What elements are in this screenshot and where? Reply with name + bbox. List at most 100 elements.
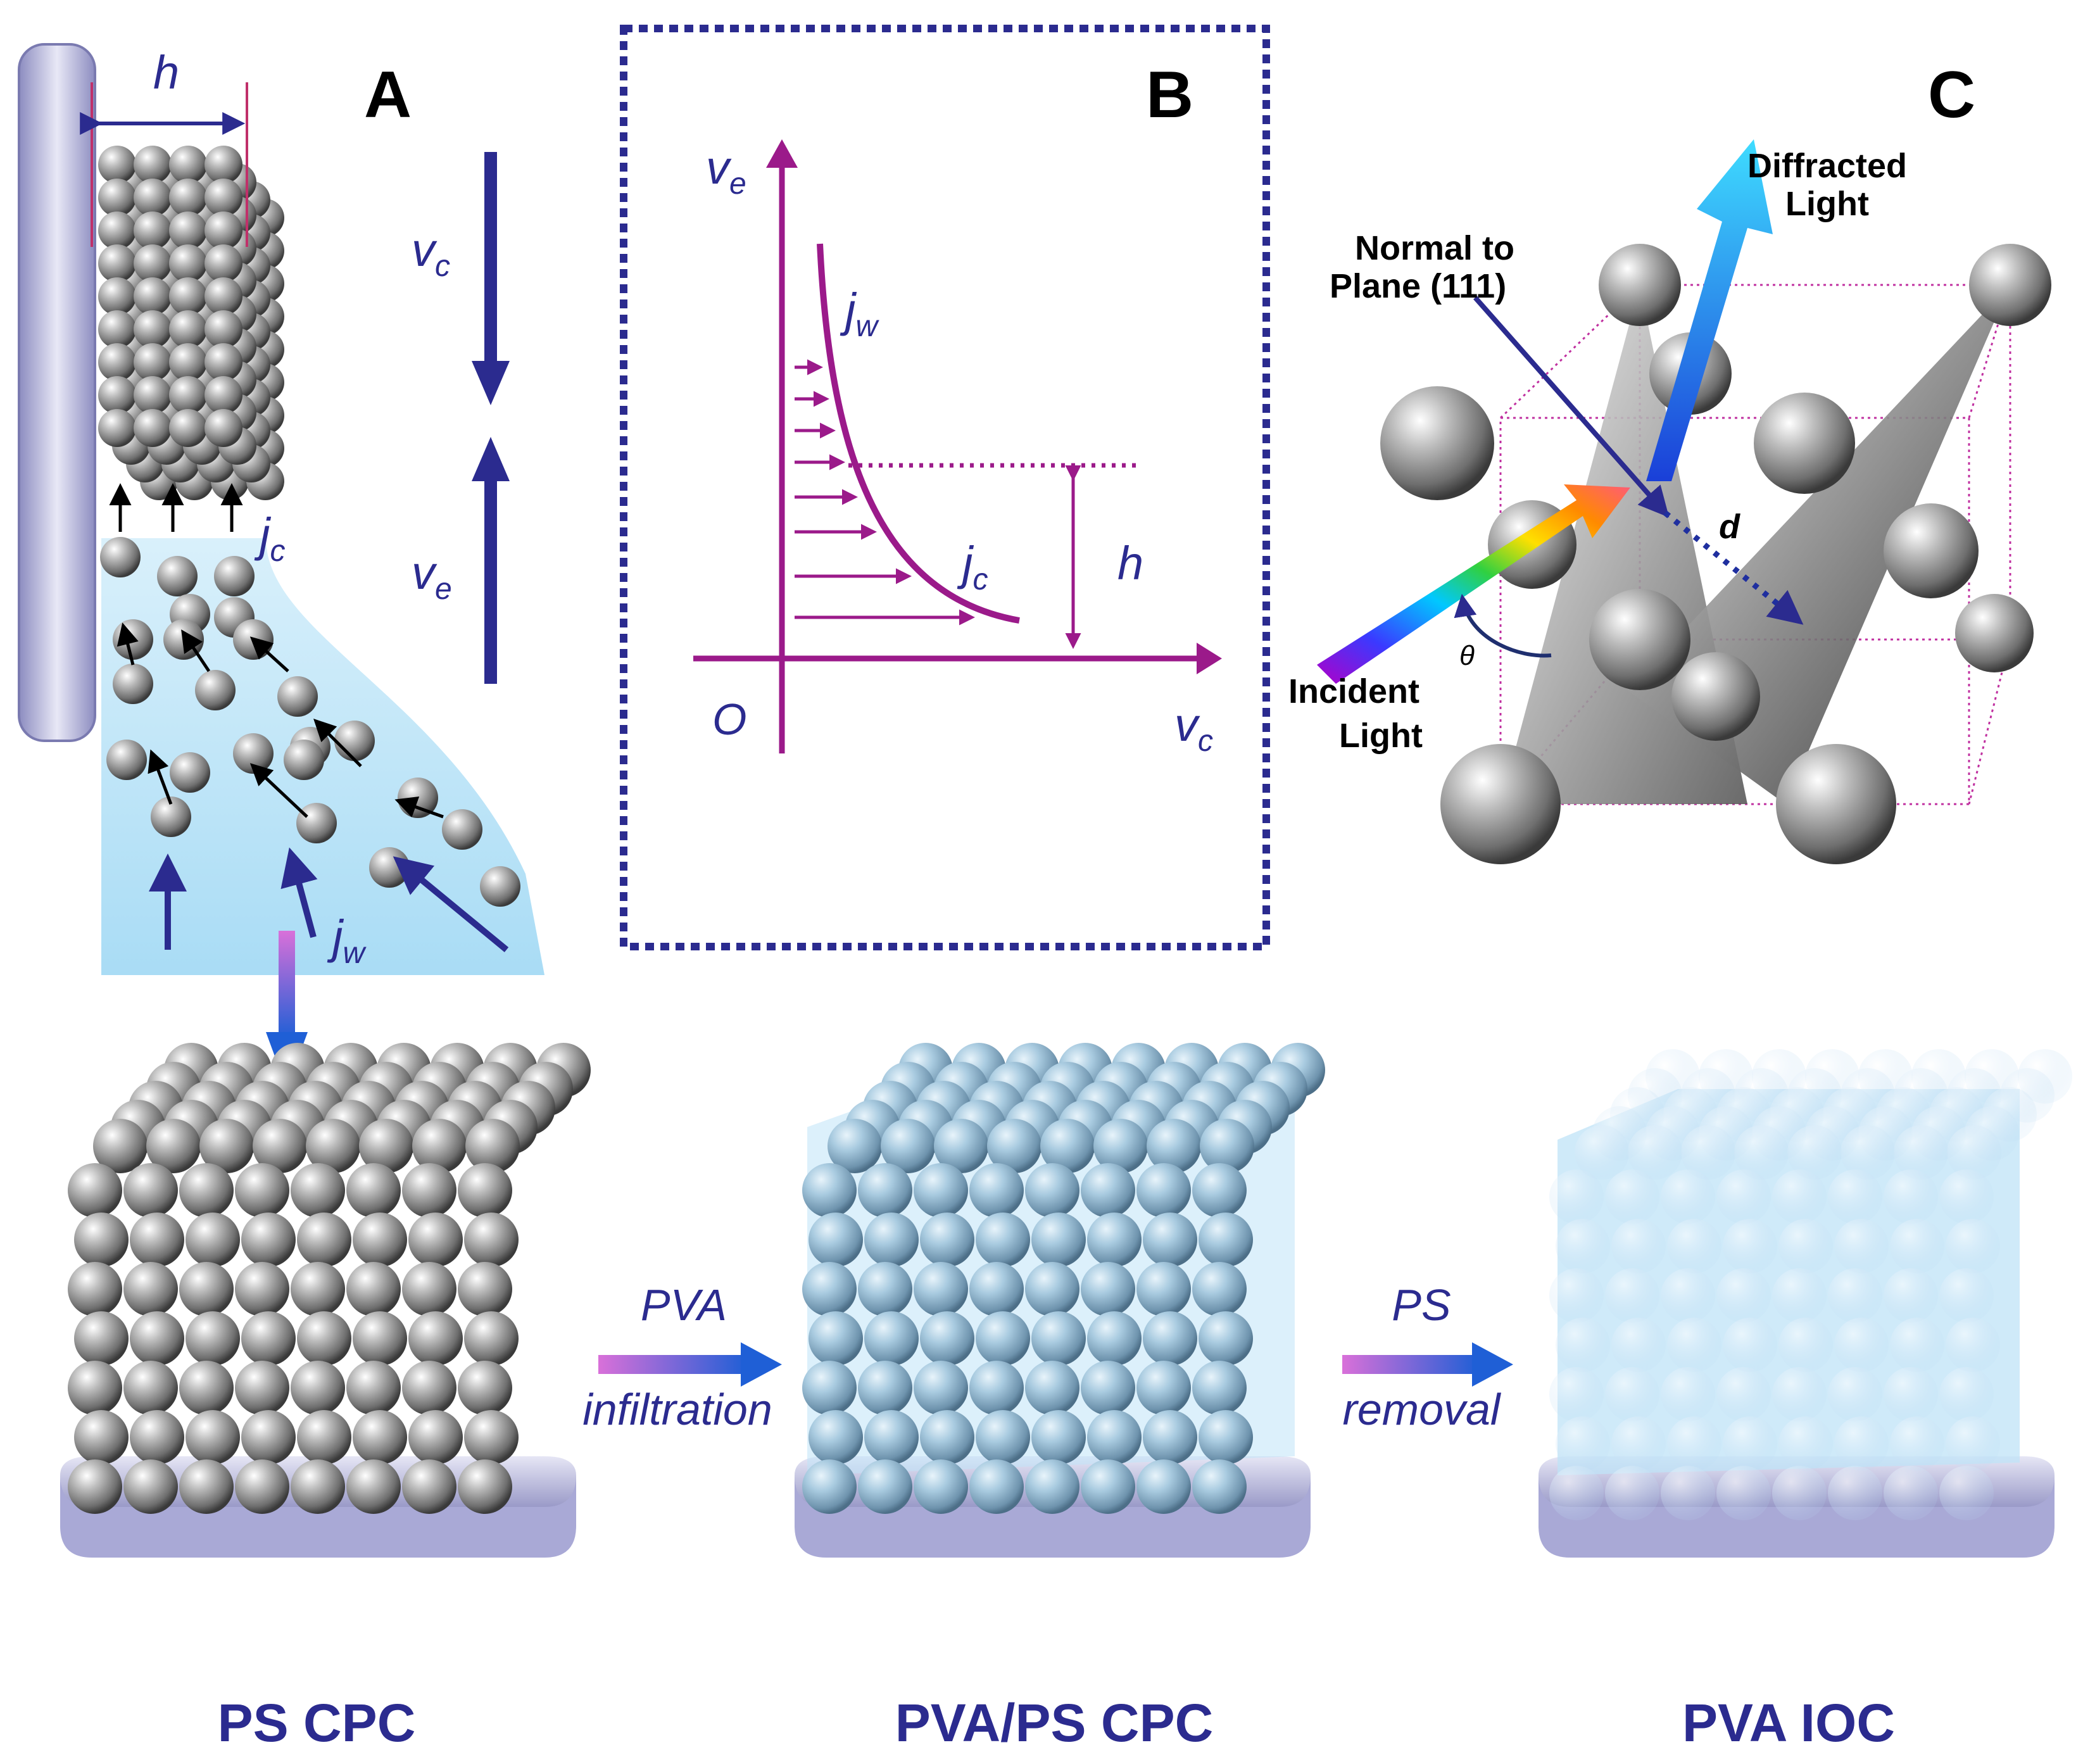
sphere — [98, 179, 136, 217]
sphere — [1716, 1169, 1771, 1224]
sphere — [169, 310, 207, 348]
sphere — [1136, 1361, 1191, 1415]
sphere — [1955, 594, 2034, 672]
sphere — [291, 1459, 345, 1514]
sphere — [1611, 1318, 1666, 1372]
sphere — [828, 1119, 882, 1173]
diffracted-label-2: Light — [1785, 185, 1869, 223]
sphere — [408, 1311, 463, 1366]
sphere — [291, 1163, 345, 1218]
sphere — [346, 1163, 401, 1218]
sphere — [1093, 1119, 1148, 1173]
sphere — [1939, 1466, 1994, 1520]
sphere — [235, 1361, 289, 1415]
sphere — [186, 1311, 240, 1366]
sphere — [1890, 1416, 1944, 1471]
sphere — [1575, 1125, 1629, 1180]
sphere — [241, 1213, 296, 1267]
sphere — [1723, 1219, 1777, 1273]
sphere — [130, 1410, 184, 1465]
substrate-plate-vertical — [18, 43, 96, 742]
deposited-crystal — [98, 146, 284, 500]
sphere — [68, 1361, 122, 1415]
sphere — [1087, 1213, 1142, 1267]
sphere — [74, 1213, 129, 1267]
sphere — [1884, 1169, 1938, 1224]
sphere — [353, 1410, 407, 1465]
sphere — [1199, 1410, 1253, 1465]
sphere — [1884, 1367, 1938, 1421]
sphere — [346, 1361, 401, 1415]
sphere — [1025, 1262, 1079, 1316]
sphere — [334, 721, 375, 761]
sphere — [402, 1163, 456, 1218]
sphere — [802, 1262, 857, 1316]
sphere — [1890, 1219, 1944, 1273]
sphere — [1031, 1311, 1086, 1366]
sphere — [1947, 1125, 2001, 1180]
sphere — [1031, 1410, 1086, 1465]
sphere — [1778, 1219, 1833, 1273]
sphere — [402, 1262, 456, 1316]
sphere — [464, 1213, 519, 1267]
sphere — [130, 1213, 184, 1267]
sphere — [195, 670, 236, 710]
sphere — [123, 1361, 178, 1415]
sphere — [1828, 1367, 1882, 1421]
sphere — [1192, 1459, 1247, 1514]
sphere — [134, 277, 172, 315]
step2-top-label: PS — [1392, 1280, 1451, 1330]
sphere — [864, 1213, 919, 1267]
h-label-b: h — [1117, 537, 1143, 589]
sphere — [205, 310, 242, 348]
sphere — [353, 1213, 407, 1267]
sphere — [1081, 1361, 1135, 1415]
sphere — [93, 1119, 148, 1173]
sphere — [98, 211, 136, 249]
sphere — [1025, 1163, 1079, 1218]
sphere — [1025, 1361, 1079, 1415]
d-label: d — [1719, 508, 1740, 546]
sphere — [1661, 1268, 1715, 1323]
sphere — [1199, 1213, 1253, 1267]
sphere — [1939, 1169, 1994, 1224]
sphere — [1143, 1410, 1197, 1465]
sphere — [1778, 1318, 1833, 1372]
sphere — [464, 1311, 519, 1366]
sphere — [864, 1311, 919, 1366]
sphere — [1716, 1367, 1771, 1421]
sphere — [1599, 244, 1681, 326]
sphere — [98, 409, 136, 447]
sphere — [802, 1163, 857, 1218]
fcc-spheres — [1380, 244, 2051, 864]
sphere — [969, 1163, 1024, 1218]
sphere — [1939, 1367, 1994, 1421]
sphere — [1556, 1416, 1610, 1471]
sphere — [241, 1311, 296, 1366]
sphere — [130, 1311, 184, 1366]
sphere — [205, 277, 242, 315]
sphere — [1628, 1125, 1682, 1180]
sphere — [1890, 1318, 1944, 1372]
particle-motion-arrow — [249, 636, 289, 672]
sphere — [1549, 1367, 1604, 1421]
sphere — [1605, 1367, 1659, 1421]
sphere — [205, 146, 242, 184]
sphere — [199, 1119, 254, 1173]
vc-label: vc — [412, 224, 450, 283]
sphere — [1787, 1125, 1842, 1180]
sphere — [113, 664, 153, 704]
sphere — [458, 1459, 512, 1514]
sphere — [151, 797, 191, 837]
sphere — [1946, 1219, 2000, 1273]
sphere — [179, 1163, 234, 1218]
sphere — [205, 179, 242, 217]
caption-pva-ioc: PVA IOC — [1682, 1693, 1895, 1753]
sphere — [858, 1459, 912, 1514]
sphere — [98, 310, 136, 348]
sphere — [1192, 1361, 1247, 1415]
sphere — [134, 211, 172, 249]
sphere — [353, 1311, 407, 1366]
sphere — [1834, 1219, 1889, 1273]
sphere — [914, 1262, 968, 1316]
